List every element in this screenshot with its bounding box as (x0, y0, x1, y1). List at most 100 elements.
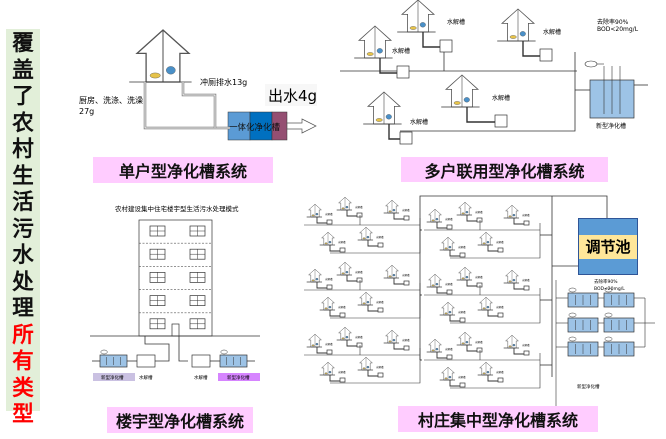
hydrolysis-label: 水解槽 (543, 28, 561, 36)
hydrolysis-label: 水解槽 (325, 212, 333, 216)
building-hydrolysis-label-left: 水解槽 (139, 374, 153, 381)
toilet-icon (486, 370, 490, 374)
hydrolysis-tank (377, 307, 384, 313)
sink-icon (431, 349, 435, 352)
hydrolysis-tank (446, 354, 453, 360)
bod-label: BOD<20mg/L (597, 26, 639, 33)
house-drain (367, 240, 378, 247)
house-drain (466, 107, 495, 123)
kitchen-amount-label: 27g (79, 107, 94, 116)
sink-icon (509, 35, 517, 39)
outflow-label: 出水4g (268, 87, 317, 105)
toilet-icon (328, 305, 332, 309)
hydrolysis-tank (356, 342, 363, 348)
building-hydrolysis-label-right: 水解槽 (194, 374, 208, 381)
house-drain (449, 380, 460, 387)
house-drain (393, 278, 404, 285)
caption-village: 村庄集中型净化槽系统 (398, 406, 598, 432)
caption-single: 单户型净化槽系统 (93, 157, 273, 183)
outflow-label-bg (265, 84, 317, 106)
house-drain (513, 218, 524, 225)
hydrolysis-label: 水解槽 (355, 335, 363, 339)
hydrolysis-tank (523, 285, 530, 291)
toilet-icon (463, 97, 470, 103)
sink-icon (324, 307, 328, 310)
hydrolysis-label: 水解槽 (325, 342, 333, 346)
sink-icon (461, 212, 465, 215)
hydrolysis-tank (459, 252, 466, 258)
hydrolysis-label: 水解槽 (458, 245, 466, 249)
toilet-icon (366, 300, 370, 304)
sink-icon (444, 377, 448, 380)
hydrolysis-label: 水解槽 (522, 213, 530, 217)
toilet-icon (366, 235, 370, 239)
toilet-icon (345, 335, 349, 339)
hydrolysis-label: 水解槽 (376, 235, 384, 239)
blower-icon (568, 312, 577, 318)
hydrolysis-tank (399, 131, 413, 145)
hydrolysis-tank (403, 280, 410, 286)
regulating-pool-label: 调节池 (579, 234, 637, 259)
house-drain (466, 280, 477, 287)
hydrolysis-label: 水解槽 (475, 210, 483, 214)
side-title-char-red: 有 (12, 349, 34, 374)
house-icon (426, 273, 443, 288)
house-drain (379, 58, 397, 74)
hydrolysis-tank (326, 349, 333, 355)
house-icon (306, 203, 323, 218)
house-icon (383, 264, 400, 279)
hydrolysis-label: 水解槽 (496, 370, 504, 374)
house-icon (357, 291, 374, 306)
toilet-icon (345, 270, 349, 274)
toilet-icon (385, 114, 392, 120)
blower-icon (604, 336, 613, 342)
integrated-tank-label: 一体化净化槽 (229, 122, 281, 133)
sink-icon (311, 279, 315, 282)
hydrolysis-label: 水解槽 (376, 300, 384, 304)
hydrolysis-label: 水解槽 (522, 343, 530, 347)
house-icon (477, 231, 494, 246)
house-drain (487, 310, 498, 317)
kitchen-pipe-inner (144, 82, 230, 129)
sink-icon (388, 275, 392, 278)
house-drain (329, 310, 340, 317)
toilet-drain-label: 冲厕排水13g (200, 77, 247, 87)
blower-icon (568, 287, 577, 293)
hydrolysis-tank (356, 277, 363, 283)
building-tank-label-right: 新型净化槽 (227, 374, 250, 381)
hydrolysis-tank (136, 354, 156, 368)
house-drain (466, 215, 477, 222)
blower-icon (604, 312, 613, 318)
tank-label-bg (218, 373, 260, 381)
side-title-char: 活 (12, 190, 34, 215)
toilet-icon (392, 208, 396, 212)
toilet-icon (448, 375, 452, 379)
hydrolysis-label: 水解槽 (392, 47, 410, 55)
house-drain (436, 222, 447, 229)
side-title-char-red: 类 (12, 375, 34, 401)
sink-icon (324, 242, 328, 245)
hydrolysis-tank (403, 215, 410, 221)
house-drain (522, 41, 540, 57)
toilet-icon (465, 275, 469, 279)
toilet-icon (435, 217, 439, 221)
house-icon (503, 269, 520, 284)
hydrolysis-label: 水解槽 (402, 273, 410, 277)
house-drain (449, 315, 460, 322)
hydrolysis-tank (523, 220, 530, 226)
sink-icon (341, 272, 345, 275)
house-icon (383, 199, 400, 214)
house-drain (393, 343, 404, 350)
toilet-icon (392, 338, 396, 342)
house-drain (393, 213, 404, 220)
hydrolysis-tank (446, 224, 453, 230)
sink-icon (388, 210, 392, 213)
sink-icon (341, 337, 345, 340)
hydrolysis-label: 水解槽 (355, 205, 363, 209)
hydrolysis-label: 水解槽 (355, 270, 363, 274)
side-title-char: 农 (12, 110, 34, 136)
house-icon (456, 266, 473, 281)
house-icon (456, 331, 473, 346)
hydrolysis-label: 水解槽 (522, 278, 530, 282)
